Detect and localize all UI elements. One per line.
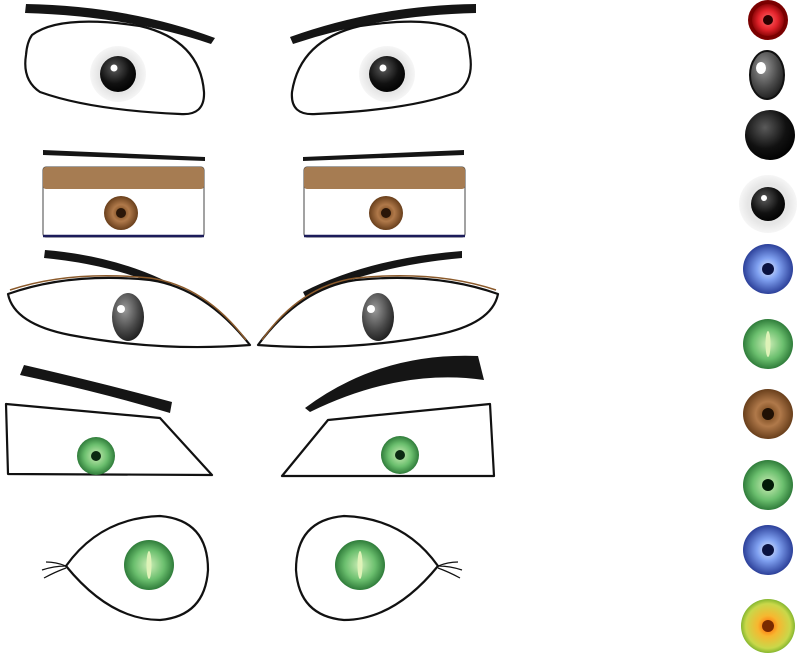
right-eye-outline xyxy=(280,402,496,478)
right-eyebrow xyxy=(290,4,476,44)
iris-swatch-orange xyxy=(741,599,795,653)
iris-swatch-blue xyxy=(743,244,793,294)
iris-swatch-blue-2 xyxy=(743,525,793,575)
left-eye-pupil xyxy=(116,208,126,218)
left-eyebrow xyxy=(25,4,215,44)
eye-pair-trapezoid xyxy=(4,355,496,478)
left-eyebrow xyxy=(20,365,172,413)
iris-swatch-grey-oval xyxy=(749,50,785,100)
left-eye-pupil xyxy=(91,451,101,461)
right-eye-lid xyxy=(304,167,465,189)
left-eyebrow xyxy=(44,250,193,300)
right-eye-iris xyxy=(369,56,405,92)
left-eye-glint xyxy=(117,305,125,313)
right-eyebrow xyxy=(305,355,484,412)
right-eye-upper-tint xyxy=(261,275,497,341)
eye-pair-angry-oval xyxy=(24,4,476,116)
left-eyebrow xyxy=(43,150,205,161)
iris-swatch-black xyxy=(745,110,795,160)
iris-swatch-black-ringed xyxy=(739,175,797,233)
right-eyebrow xyxy=(303,251,462,298)
iris-swatch-brown xyxy=(743,389,793,439)
right-eye-iris xyxy=(362,293,394,341)
right-eye-pupil xyxy=(395,450,405,460)
eye-pair-brown-lid xyxy=(42,150,466,238)
iris-swatch-green xyxy=(743,460,793,510)
iris-swatch-green-slit xyxy=(743,319,793,369)
iris-swatch-red xyxy=(748,0,788,40)
left-eye-outline xyxy=(4,402,214,477)
right-eye-glint xyxy=(379,64,387,72)
right-eye-glint xyxy=(367,305,375,313)
left-eyelashes xyxy=(41,561,67,579)
right-eyelashes xyxy=(437,561,463,579)
left-eye-upper-tint xyxy=(9,275,247,341)
left-eye-iris xyxy=(100,56,136,92)
left-eye-slit-pupil xyxy=(146,551,152,579)
right-eye-pupil xyxy=(381,208,391,218)
eye-pair-almond-sly xyxy=(6,250,500,349)
left-eye-iris xyxy=(112,293,144,341)
eye-pair-cat-eye xyxy=(41,514,463,622)
left-eye-lid xyxy=(43,167,204,189)
left-eye-glint xyxy=(110,64,118,72)
iris-palette xyxy=(739,0,797,653)
right-eye-slit-pupil xyxy=(357,551,363,579)
right-eyebrow xyxy=(303,150,464,161)
